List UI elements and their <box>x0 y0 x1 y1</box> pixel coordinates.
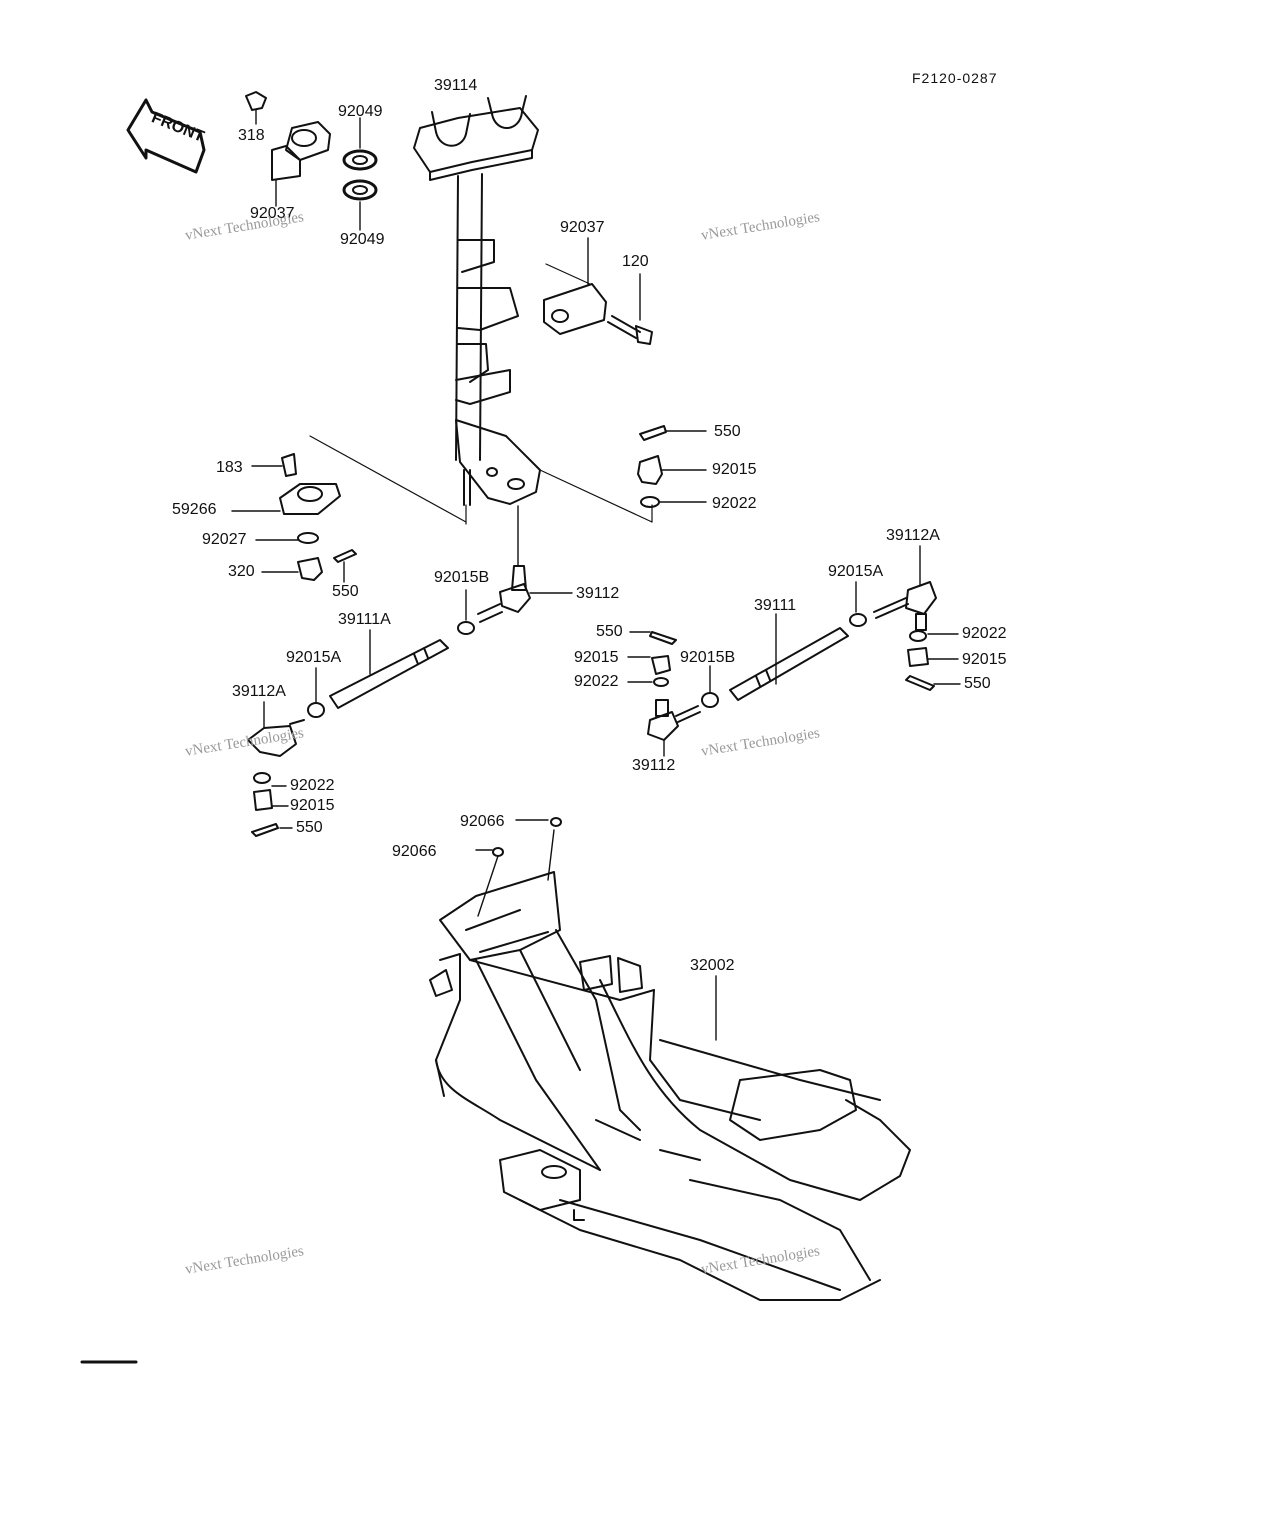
part-label: 39111 <box>754 597 797 614</box>
holder-and-bolt-drawing <box>543 283 653 345</box>
left-bracket-group-drawing <box>279 453 357 581</box>
part-label: 92037 <box>250 205 295 222</box>
part-label: 550 <box>296 819 323 836</box>
part-label: 550 <box>332 583 359 600</box>
part-label: 92037 <box>560 219 605 236</box>
part-label: 92022 <box>962 625 1007 642</box>
part-label: 550 <box>964 675 991 692</box>
part-label: 32002 <box>690 957 735 974</box>
tie-rod-end-center-drawing <box>457 565 531 635</box>
part-label: 550 <box>596 623 623 640</box>
part-label: 183 <box>216 459 243 476</box>
part-label: 39112 <box>576 585 620 602</box>
part-label: 92015 <box>712 461 757 478</box>
steering-shaft-drawing <box>413 95 541 506</box>
part-label: 92049 <box>338 103 383 120</box>
part-label: 39112A <box>232 683 286 700</box>
front-arrow-icon <box>126 98 206 174</box>
part-label: 320 <box>228 563 255 580</box>
part-label: 92015A <box>828 563 884 580</box>
part-label: 92015 <box>290 797 335 814</box>
part-label: 92015B <box>680 649 736 666</box>
part-label: 92049 <box>340 231 385 248</box>
frame-drawing <box>429 871 911 1301</box>
part-label: 120 <box>622 253 649 270</box>
part-label: 92022 <box>712 495 757 512</box>
part-label: 92027 <box>202 531 247 548</box>
part-label: 39112A <box>886 527 940 544</box>
part-label: 550 <box>714 423 741 440</box>
part-label: 39111A <box>338 611 391 628</box>
part-label: 59266 <box>172 501 217 518</box>
part-label: 318 <box>238 127 265 144</box>
part-label: 92022 <box>290 777 335 794</box>
part-label: 92066 <box>392 843 437 860</box>
part-label: 92015 <box>962 651 1007 668</box>
part-label: 39112 <box>632 757 676 774</box>
tie-rod-left-drawing <box>247 639 449 837</box>
clamp-and-seals-drawing <box>245 91 378 201</box>
part-label: 92015A <box>286 649 342 666</box>
tie-rod-end-right-drawing <box>873 581 937 691</box>
part-label: 39114 <box>434 77 478 94</box>
part-label: 92022 <box>574 673 619 690</box>
diagram-code: F2120-0287 <box>912 70 998 86</box>
right-upper-nut-group-drawing <box>637 425 667 508</box>
part-label: 92015 <box>574 649 619 666</box>
tie-rod-right-drawing <box>647 613 867 741</box>
part-label: 92066 <box>460 813 505 830</box>
part-label: 92015B <box>434 569 490 586</box>
